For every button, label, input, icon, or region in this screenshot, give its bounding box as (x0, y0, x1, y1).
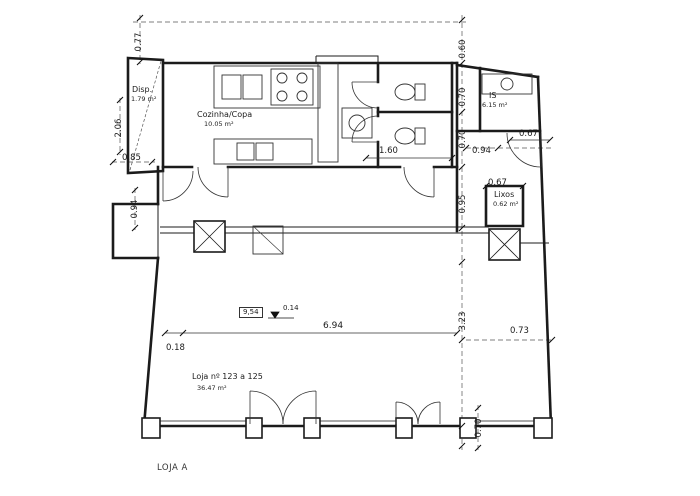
room-area-loja: 36.47 m² (197, 384, 227, 392)
toilet-icon (394, 127, 416, 145)
stove-icon (270, 68, 314, 106)
dim-0-94-left: 0.94 (129, 199, 140, 219)
washbasin-icon (341, 107, 373, 139)
room-label-lixos: Lixos (494, 190, 515, 199)
dim-1-60: 1.60 (379, 146, 398, 156)
dim-0-94-right: 0.94 (472, 146, 491, 156)
dim-0-77: 0.77 (133, 32, 144, 52)
dim-0-70-bottom: 0.70 (473, 418, 484, 438)
dimension-ticks (109, 14, 556, 452)
dim-2-06: 2.06 (113, 118, 124, 138)
dim-3-23: 3.23 (457, 311, 468, 331)
fixtures (213, 62, 533, 255)
kitchen-cabinet (317, 62, 339, 163)
dim-0-95: 0.95 (457, 194, 468, 214)
level-marker-icon (268, 311, 294, 319)
sink-bowl-icon (242, 74, 263, 100)
room-area-disp: 1.79 m² (131, 95, 157, 103)
level-offset: 0.14 (283, 304, 299, 312)
dimension-lines (165, 139, 550, 334)
doors (162, 81, 542, 425)
is-counter (481, 73, 533, 95)
dim-0-70-b: 0.70 (457, 129, 468, 149)
dim-0-18: 0.18 (166, 343, 185, 353)
dim-0-67-lower: 0.67 (488, 178, 507, 188)
corridor-fixture (252, 225, 284, 255)
toilet-icon (394, 83, 416, 101)
sink-bowl-icon (221, 74, 242, 100)
dim-0-85: 0.85 (122, 153, 141, 163)
dim-0-60: 0.60 (457, 39, 468, 59)
dim-0-70-a: 0.70 (457, 87, 468, 107)
dim-0-67-upper: 0.67 (519, 129, 538, 139)
room-label-disp: Disp. (132, 85, 153, 94)
room-label-loja: Loja nº 123 a 125 (192, 372, 263, 381)
room-area-is: 6.15 m² (482, 101, 508, 109)
kitchen-counter-top (213, 65, 321, 109)
kitchen-counter-low (213, 138, 313, 165)
level-value: 9,54 (239, 307, 263, 318)
columns (193, 220, 521, 261)
room-area-cozinha: 10.05 m² (204, 120, 234, 128)
room-label-cozinha: Cozinha/Copa (197, 110, 253, 119)
dim-6-94: 6.94 (323, 321, 344, 331)
room-area-lixos: 0.62 m² (493, 200, 519, 208)
drawing-title: LOJA A (157, 463, 188, 473)
facade-pillars (141, 417, 553, 439)
dim-0-73: 0.73 (510, 326, 529, 336)
room-label-is: IS (489, 91, 497, 100)
walls (111, 56, 553, 428)
